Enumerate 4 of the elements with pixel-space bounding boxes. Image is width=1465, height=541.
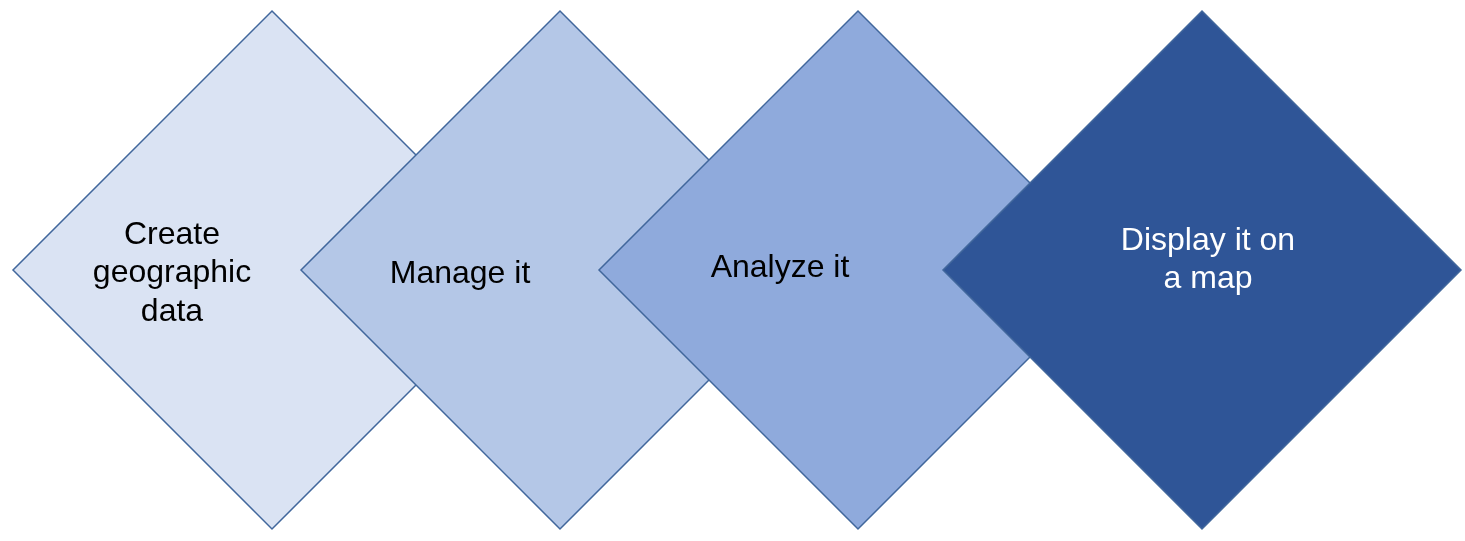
step-label: Display it on a map [1119, 219, 1297, 297]
step-label: Create geographic data [91, 214, 253, 330]
step-label: Manage it [388, 252, 532, 292]
step-label: Analyze it [709, 246, 851, 286]
